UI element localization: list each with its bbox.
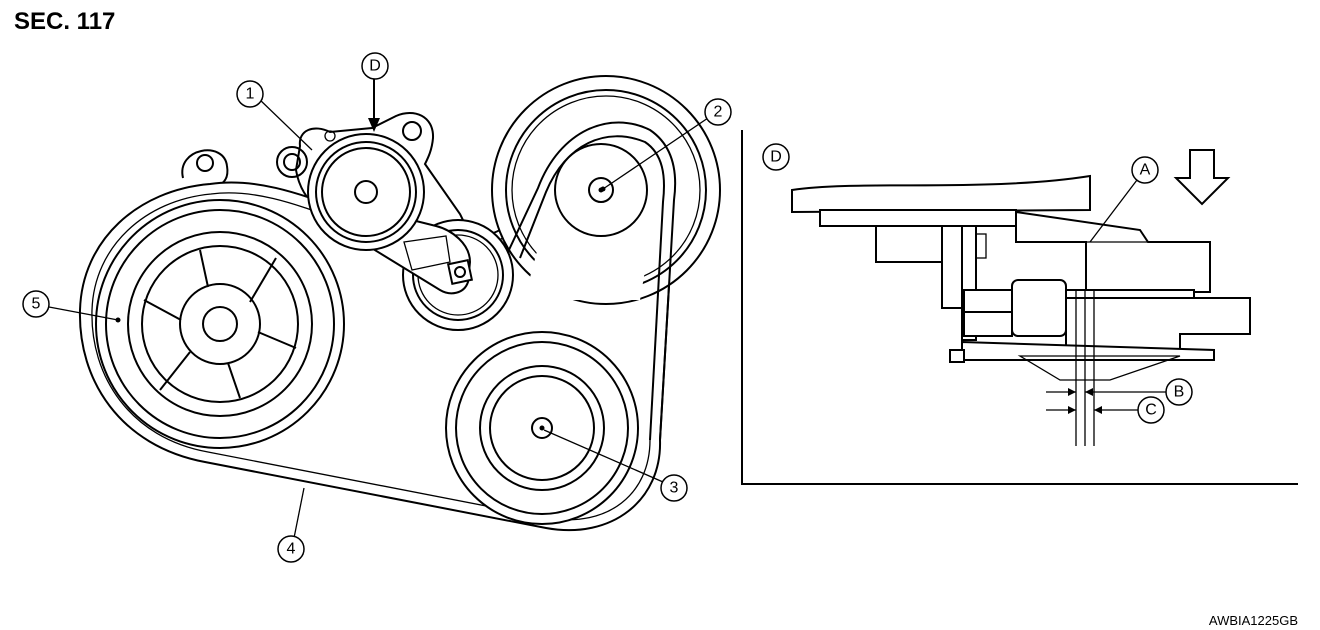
section-title: SEC. 117 <box>14 8 116 35</box>
callout-4: 4 <box>277 487 305 563</box>
svg-text:C: C <box>1145 402 1157 419</box>
mounting-bracket <box>181 149 229 187</box>
svg-text:D: D <box>770 149 782 166</box>
svg-text:2: 2 <box>714 104 723 121</box>
figure-code: AWBIA1225GB <box>1208 613 1298 628</box>
svg-text:4: 4 <box>287 541 296 558</box>
svg-text:A: A <box>1140 162 1151 179</box>
callout-3: 3 <box>543 429 688 502</box>
belt-layout <box>78 75 721 532</box>
svg-text:D: D <box>369 58 381 75</box>
view-direction-arrow <box>1173 149 1231 206</box>
gap-B-arrows <box>1046 388 1166 396</box>
callout-C: C <box>1137 396 1165 424</box>
pulley-3 <box>445 331 639 525</box>
callout-A: A <box>1089 156 1159 243</box>
svg-text:3: 3 <box>670 480 679 497</box>
callout-D-detail: D <box>762 143 790 171</box>
callout-D-pointer: D <box>361 52 389 132</box>
crank-spokes <box>143 249 297 399</box>
svg-text:5: 5 <box>32 296 41 313</box>
callout-B: B <box>1165 378 1193 406</box>
gap-C-arrows <box>1046 406 1138 414</box>
svg-text:1: 1 <box>246 86 255 103</box>
pulley-2 <box>491 75 721 305</box>
crankshaft-pulley <box>95 199 345 449</box>
detail-view-D: D A B C <box>741 130 1298 485</box>
callout-1: 1 <box>236 80 313 151</box>
callout-5: 5 <box>22 290 121 323</box>
tensioner-pulley <box>307 133 425 251</box>
callout-2: 2 <box>600 98 732 192</box>
svg-text:B: B <box>1174 384 1185 401</box>
